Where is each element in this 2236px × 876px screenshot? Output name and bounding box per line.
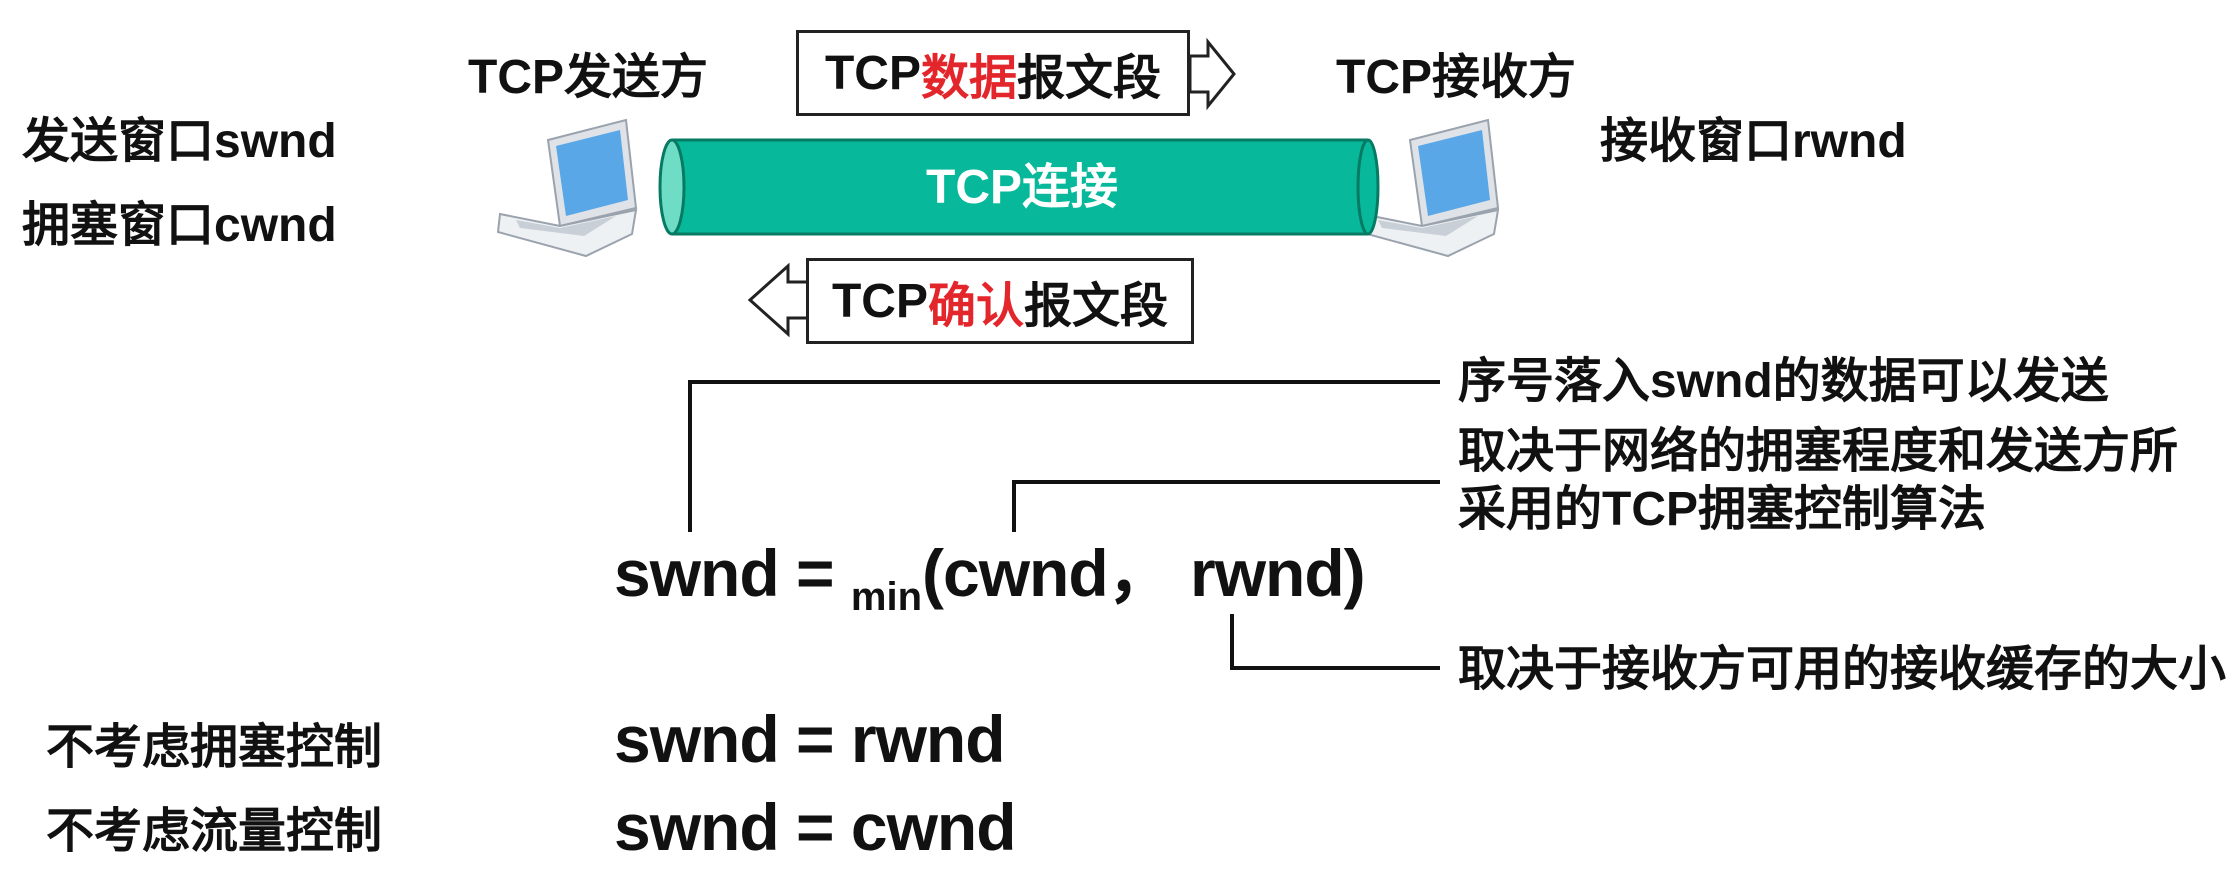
data-segment-highlight: 数据 bbox=[920, 52, 1017, 105]
receiver-title: TCP接收方 bbox=[1336, 51, 1577, 104]
receiver-laptop-icon bbox=[1358, 118, 1500, 258]
case-condition-2: 不考虑流量控制 bbox=[46, 805, 383, 858]
main-formula: swnd = min(cwnd， rwnd) bbox=[614, 540, 1366, 619]
data-segment-prefix: TCP bbox=[824, 46, 921, 100]
data-segment-arrow-icon bbox=[1188, 37, 1236, 111]
formula-lhs: swnd = bbox=[614, 536, 851, 610]
swnd-connector-line bbox=[688, 380, 1440, 532]
sender-title: TCP发送方 bbox=[468, 51, 709, 104]
cwnd-connector-line bbox=[1012, 480, 1440, 532]
receive-window-label: 接收窗口rwnd bbox=[1600, 115, 1907, 168]
rwnd-annotation: 取决于接收方可用的接收缓存的大小 bbox=[1458, 643, 2227, 696]
ack-segment-prefix: TCP bbox=[831, 274, 928, 328]
sender-laptop-screen bbox=[556, 130, 628, 216]
data-segment-suffix: 报文段 bbox=[1017, 52, 1162, 105]
case-equation-2: swnd = cwnd bbox=[614, 790, 1017, 864]
cwnd-annotation-line1: 取决于网络的拥塞程度和发送方所 bbox=[1458, 425, 2179, 478]
ack-segment-highlight: 确认 bbox=[927, 280, 1024, 333]
case-condition-1: 不考虑拥塞控制 bbox=[46, 721, 383, 774]
sender-laptop-icon bbox=[496, 118, 638, 258]
cwnd-annotation-line2: 采用的TCP拥塞控制算法 bbox=[1458, 483, 1987, 536]
formula-args: (cwnd， rwnd) bbox=[922, 536, 1366, 610]
ack-segment-arrow-icon bbox=[747, 262, 810, 338]
congestion-window-label: 拥塞窗口cwnd bbox=[22, 199, 337, 252]
rwnd-connector-line bbox=[1230, 614, 1440, 670]
send-window-label: 发送窗口swnd bbox=[22, 115, 337, 168]
receiver-laptop-screen bbox=[1418, 130, 1490, 216]
tcp-connection-pipe bbox=[658, 138, 1380, 236]
tcp-connection-label: TCP连接 bbox=[926, 161, 1119, 214]
case-equation-1: swnd = rwnd bbox=[614, 702, 1006, 776]
formula-min: min bbox=[850, 575, 923, 619]
swnd-annotation: 序号落入swnd的数据可以发送 bbox=[1458, 355, 2109, 408]
ack-segment-suffix: 报文段 bbox=[1024, 280, 1169, 333]
